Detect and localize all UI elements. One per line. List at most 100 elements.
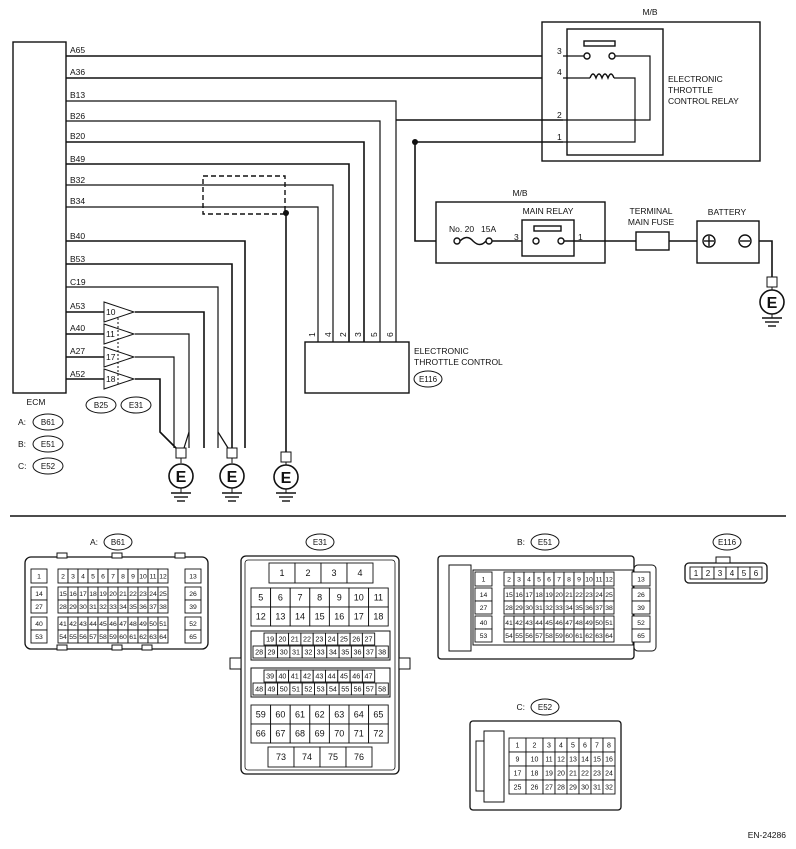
pin-number: 73 (276, 752, 286, 762)
pin-number: 8 (567, 576, 571, 583)
pin-number: 26 (189, 591, 197, 598)
etc-relay-box (566, 28, 664, 156)
pin-number: 9 (337, 593, 342, 603)
ecm-pin-label: B34 (70, 196, 85, 206)
pin-number: 58 (99, 634, 107, 641)
pin-number: 22 (575, 592, 583, 599)
pin-number: 28 (557, 785, 565, 792)
pin-cell (346, 562, 374, 584)
pin-number: 5 (91, 573, 95, 580)
pin-number: 64 (354, 710, 364, 720)
wire-b49 (66, 163, 350, 342)
pin-cell (184, 599, 202, 614)
pin-number: 39 (266, 672, 274, 681)
mb-main-box (435, 201, 606, 264)
ecm-conn-name: B61 (41, 418, 56, 427)
pin-number: 31 (593, 785, 601, 792)
pin-number: 13 (637, 576, 645, 583)
pin-number: 47 (565, 620, 573, 627)
pin-number: 25 (159, 591, 167, 598)
ecm-pin-label: A36 (70, 67, 85, 77)
pin-number: 53 (317, 685, 325, 694)
wire-b13 (66, 100, 397, 342)
relay-int-3 (563, 55, 651, 121)
pin-cell (474, 628, 493, 643)
etc-pin-label: 5 (369, 332, 379, 337)
pin-number: 18 (373, 612, 383, 622)
pin-number: 63 (334, 710, 344, 720)
jc-pin-shape (103, 301, 136, 323)
pin-number: 32 (304, 648, 312, 657)
shield-junction (283, 210, 289, 216)
wire-gnd2-merge (217, 431, 229, 449)
pin-number: 62 (139, 634, 147, 641)
pin-number: 46 (555, 620, 563, 627)
fuse-symbol (459, 236, 487, 246)
pin-cell (345, 746, 373, 768)
main-fuse-label: MAIN FUSE (628, 217, 675, 227)
pin-number: 55 (69, 634, 77, 641)
pin-number: 29 (267, 648, 275, 657)
pin-number: 51 (292, 685, 300, 694)
pin-number: 60 (275, 710, 285, 720)
pin-number: 24 (149, 591, 157, 598)
pin-cell (184, 629, 202, 644)
pin-number: 49 (267, 685, 275, 694)
pin-number: 10 (585, 576, 593, 583)
pin-number: 14 (35, 591, 43, 598)
pin-number: 32 (545, 605, 553, 612)
pin-number: 6 (101, 573, 105, 580)
shield-box (202, 175, 286, 215)
pin-number: 8 (317, 593, 322, 603)
pin-number: 8 (607, 743, 611, 750)
pin-number: 3 (718, 569, 723, 578)
pin-number: 59 (256, 710, 266, 720)
relay-contact-bar (583, 40, 616, 47)
main-relay-pin: 1 (578, 232, 583, 242)
pin-number: 44 (328, 672, 336, 681)
pin-number: 45 (340, 672, 348, 681)
pin-number: 18 (89, 591, 97, 598)
pin-number: 76 (354, 752, 364, 762)
pin-number: 56 (79, 634, 87, 641)
connector-name: E52 (538, 703, 553, 712)
pin-number: 19 (266, 635, 274, 644)
ground-symbol: E (227, 469, 238, 486)
pin-number: 15 (315, 612, 325, 622)
pin-number: 10 (139, 573, 147, 580)
pin-number: 20 (109, 591, 117, 598)
pin-number: 30 (525, 605, 533, 612)
pin-cell (375, 645, 389, 659)
pin-number: 61 (129, 634, 137, 641)
pin-number: 37 (366, 648, 374, 657)
pin-number: 42 (69, 621, 77, 628)
jc-pin-label: 18 (106, 374, 116, 384)
pin-number: 33 (317, 648, 325, 657)
pin-number: 3 (71, 573, 75, 580)
pin-number: 19 (99, 591, 107, 598)
ground-symbol: E (281, 470, 292, 487)
pin-number: 13 (189, 573, 197, 580)
pin-cell (603, 600, 615, 615)
pin-number: 72 (373, 729, 383, 739)
pin-cell (157, 629, 169, 644)
pin-number: 5 (537, 576, 541, 583)
pin-number: 71 (354, 729, 364, 739)
etc-box (304, 341, 410, 394)
pin-number: 40 (35, 621, 43, 628)
pin-number: 17 (354, 612, 364, 622)
ecm-pin-label: B13 (70, 90, 85, 100)
ecm-conn-prefix: C: (18, 461, 27, 471)
pin-number: 11 (374, 593, 383, 603)
connector-name: B61 (111, 538, 126, 547)
jc-pin-label: 11 (106, 329, 115, 339)
ground-battery: E (759, 276, 785, 327)
pin-number: 63 (149, 634, 157, 641)
etc-pin-label: 3 (353, 332, 363, 337)
pin-number: 52 (637, 620, 645, 627)
pin-number: 12 (605, 576, 613, 583)
pin-number: 29 (69, 604, 77, 611)
connector-badge (530, 698, 560, 716)
pin-number: 56 (525, 633, 533, 640)
